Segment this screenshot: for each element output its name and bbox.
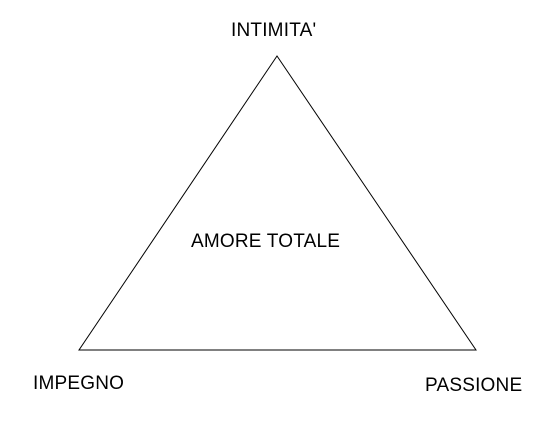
vertex-label-left: IMPEGNO [33, 373, 125, 394]
vertex-label-right: PASSIONE [425, 375, 523, 396]
center-label: AMORE TOTALE [191, 231, 341, 252]
triangle-outline [78, 55, 477, 351]
vertex-label-top: INTIMITA' [231, 20, 317, 41]
